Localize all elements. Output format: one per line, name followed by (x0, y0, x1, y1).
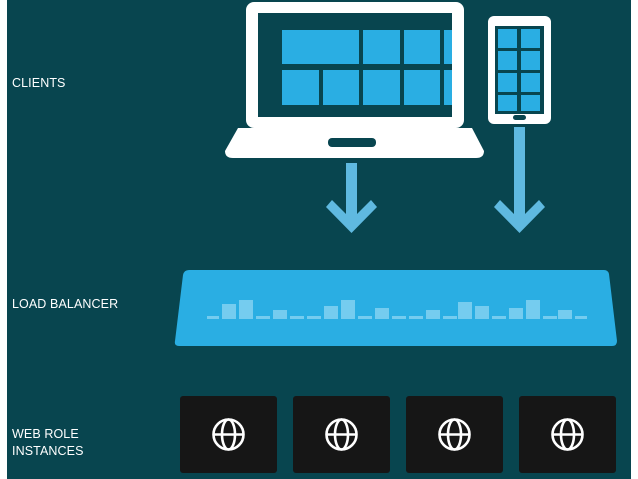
phone-screen-tiles (498, 29, 540, 111)
instance-3 (406, 396, 503, 473)
web-role-label-line1: WEB ROLE (12, 427, 79, 441)
web-role-instances (180, 396, 616, 473)
load-balancer-icon (174, 270, 618, 346)
laptop-icon (225, 2, 484, 158)
laptop-arrow-icon (326, 163, 377, 233)
globe-icon (325, 418, 358, 451)
phone-icon (488, 16, 551, 124)
phone-arrow-icon (494, 127, 545, 233)
load-balancer-label: LOAD BALANCER (12, 297, 119, 311)
clients-label: CLIENTS (12, 76, 66, 90)
web-role-label-line2: INSTANCES (12, 444, 84, 458)
globe-icon (438, 418, 471, 451)
instance-1 (180, 396, 277, 473)
globe-icon (212, 418, 245, 451)
instance-4 (519, 396, 616, 473)
globe-icon (551, 418, 584, 451)
laptop-screen-tiles (282, 30, 452, 105)
load-balancer-equalizer (207, 300, 587, 319)
instance-2 (293, 396, 390, 473)
